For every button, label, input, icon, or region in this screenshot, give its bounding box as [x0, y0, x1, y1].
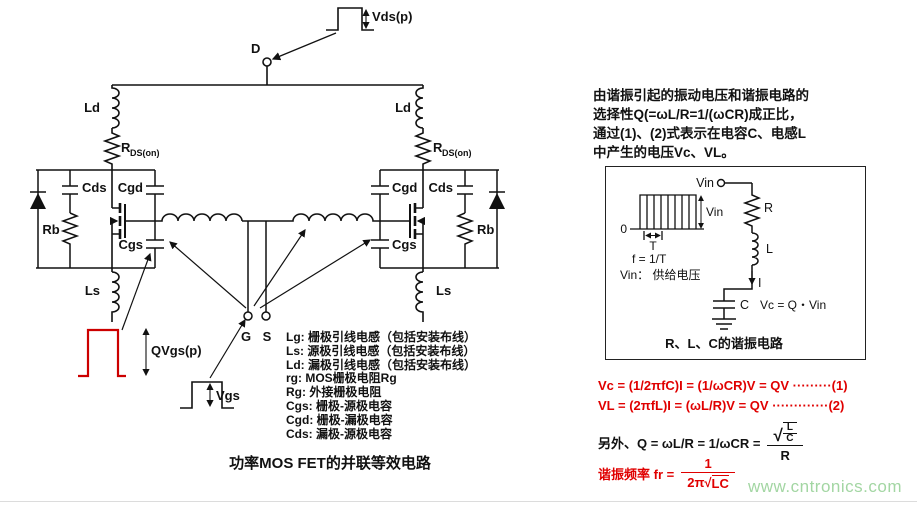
vds-waveform	[271, 7, 374, 61]
drain-terminal	[262, 57, 272, 85]
right-cell-rails	[380, 169, 499, 269]
ground-symbol	[712, 318, 736, 330]
box-caption: R、L、C的谐振电路	[665, 336, 784, 351]
vin-note: Vin： 供给电压	[620, 268, 700, 282]
current-wire	[723, 265, 756, 301]
rdson-right-label: R	[433, 140, 443, 155]
cgs-right-label: Cgs	[392, 237, 417, 252]
l-label: L	[766, 242, 773, 256]
resonant-frequency-formula: 谐振频率 fr = 1 2π√ LC	[598, 456, 735, 491]
q-formula-fraction: √ L C R	[767, 421, 803, 463]
cds-rb-branch-right	[455, 170, 475, 268]
rdson-left-sub: DS(on)	[130, 148, 160, 158]
rb-left-label: Rb	[42, 222, 59, 237]
rlc-circuit-svg: Vin R L I C Vc = Q・Vin	[620, 176, 826, 351]
ld-left-label: Ld	[84, 100, 100, 115]
resonance-intro-text: 由谐振引起的振动电压和谐振电路的 选择性Q(=ωL/R=1/(ωCR)成正比， …	[593, 86, 809, 162]
qvgs-waveform	[78, 327, 150, 378]
vl-formula: VL = (2πfL)I = (ωL/R)V = QV ············…	[598, 398, 845, 413]
mosfet-right	[380, 170, 426, 272]
qvgs-label: QVgs(p)	[151, 343, 202, 358]
legend-line: Rg: 外接栅极电阻	[286, 385, 382, 400]
intro-line: 通过(1)、(2)式表示在电容C、电感L	[593, 126, 806, 141]
diagram-title: 功率MOS FET的并联等效电路	[229, 455, 431, 472]
legend-line: Ls: 源极引线电感（包括安装布线）	[286, 343, 476, 358]
vds-label: Vds(p)	[372, 9, 412, 24]
source-label: S	[263, 329, 272, 344]
intro-line: 由谐振引起的振动电压和谐振电路的	[593, 88, 809, 103]
radical-sign: √	[773, 426, 783, 445]
legend-line: Lg: 栅极引线电感（包括安装布线）	[286, 330, 476, 344]
cgd-right-label: Cgd	[392, 180, 417, 195]
zero-label: 0	[620, 222, 627, 236]
vgs-waveform	[180, 381, 234, 409]
lg-inductor-left	[155, 213, 243, 222]
ls-inductor-right	[415, 271, 424, 322]
cgd-left-label: Cgd	[118, 180, 143, 195]
rdson-resistor-right	[413, 128, 433, 170]
bottom-divider	[0, 501, 917, 502]
rdson-left-label: R	[121, 140, 131, 155]
ls-right-label: Ls	[436, 283, 451, 298]
legend-line: Cds: 漏极-源极电容	[286, 426, 392, 441]
ld-inductor-right	[415, 85, 424, 129]
rb-right-label: Rb	[477, 222, 494, 237]
r-resistor	[742, 183, 762, 233]
frequency-equation: f = 1/T	[632, 252, 667, 266]
lc-ratio: L C	[782, 422, 797, 444]
site-watermark: www.cntronics.com	[748, 477, 902, 496]
r-label: R	[764, 201, 773, 215]
cds-rb-branch-left	[60, 170, 80, 268]
vin-top-label: Vin	[696, 176, 714, 190]
cds-left-label: Cds	[82, 180, 107, 195]
vc-formula: Vc = (1/2πfC)I = (1/ωCR)V = QV ·········…	[598, 378, 848, 393]
q-formula-prefix: 另外、Q = ωL/R = 1/ωCR =	[598, 435, 761, 451]
legend-line: rg: MOS栅极电阻Rg	[286, 371, 397, 386]
q-factor-formula: 另外、Q = ωL/R = 1/ωCR = √ L C R	[598, 421, 803, 463]
c-capacitor	[713, 300, 735, 319]
l-inductor	[751, 232, 759, 266]
rdson-resistor-left	[102, 128, 122, 170]
i-label: I	[758, 276, 761, 290]
c-label: C	[740, 298, 749, 312]
mosfet-left	[109, 170, 155, 272]
legend-line: Cgs: 栅极-源极电容	[286, 398, 392, 413]
vin-terminal	[716, 178, 752, 188]
intro-line: 中产生的电压Vc、VL。	[593, 145, 735, 160]
intro-line: 选择性Q(=ωL/R=1/(ωCR)成正比，	[593, 107, 803, 122]
fr-prefix: 谐振频率 fr =	[598, 467, 675, 482]
gate-label: G	[241, 329, 251, 344]
annotation-arrows	[121, 229, 371, 379]
legend-line: Ld: 漏极引线电感（包括安装布线）	[286, 357, 476, 372]
mosfet-parallel-circuit-diagram: Vds(p) D Ld R DS(on) Ld R DS(on)	[30, 7, 505, 409]
period-label: T	[649, 239, 657, 253]
ld-right-label: Ld	[395, 100, 411, 115]
legend-line: Cgd: 栅极-漏极电容	[286, 412, 393, 427]
gate-terminal	[243, 221, 253, 321]
cgd-cgs-branch-left	[146, 170, 164, 268]
body-diode-right	[489, 170, 505, 268]
body-diode-left	[30, 170, 46, 268]
ls-left-label: Ls	[85, 283, 100, 298]
vgs-label: Vgs	[216, 388, 240, 403]
left-cell-rails	[36, 169, 155, 269]
ld-inductor-left	[111, 85, 120, 129]
drain-label: D	[251, 41, 260, 56]
ls-inductor-left	[111, 271, 120, 322]
rlc-resonance-box: Vin R L I C Vc = Q・Vin	[605, 166, 866, 360]
cds-right-label: Cds	[428, 180, 453, 195]
vc-equation: Vc = Q・Vin	[760, 298, 826, 312]
fr-fraction: 1 2π√ LC	[681, 456, 735, 491]
pulse-train	[630, 194, 704, 240]
lg-inductor-right	[242, 213, 380, 222]
vin-amplitude-label: Vin	[706, 205, 723, 219]
cgs-left-label: Cgs	[118, 237, 143, 252]
source-terminal	[261, 221, 271, 321]
cgd-cgs-branch-right	[371, 170, 389, 268]
symbol-legend: Lg: 栅极引线电感（包括安装布线） Ls: 源极引线电感（包括安装布线） Ld…	[286, 330, 476, 441]
rdson-right-sub: DS(on)	[442, 148, 472, 158]
